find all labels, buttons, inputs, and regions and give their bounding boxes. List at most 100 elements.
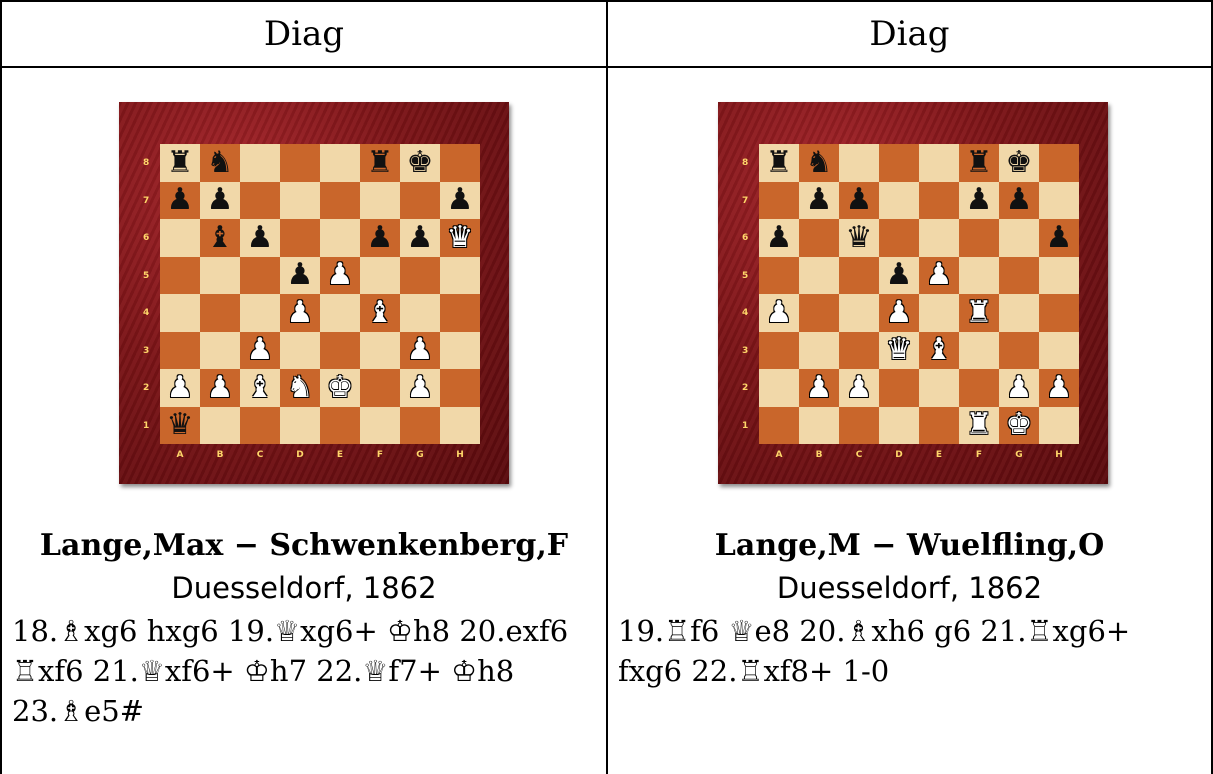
square-a8: ♜ bbox=[759, 144, 799, 182]
game-moves-left: 18.♗xg6 hxg6 19.♕xg6+ ♔h8 20.exf6 ♖xf6 2… bbox=[12, 611, 602, 731]
square-c2: ♟ bbox=[839, 369, 879, 407]
square-h2: ♟ bbox=[1039, 369, 1079, 407]
square-b5 bbox=[799, 257, 839, 295]
square-a1: ♛ bbox=[160, 407, 200, 445]
square-c8 bbox=[839, 144, 879, 182]
square-b3 bbox=[799, 332, 839, 370]
moves-line: fxg6 22.♖xf8+ 1-0 bbox=[618, 651, 1206, 691]
square-g6: ♟ bbox=[400, 219, 440, 257]
file-label: G bbox=[400, 450, 440, 460]
square-g7 bbox=[400, 182, 440, 220]
square-f8: ♜ bbox=[959, 144, 999, 182]
rank-label: 5 bbox=[143, 271, 149, 281]
square-e3: ♝ bbox=[919, 332, 959, 370]
white-queen-icon: ♛ bbox=[886, 335, 913, 365]
square-f1 bbox=[360, 407, 400, 445]
square-d7 bbox=[280, 182, 320, 220]
rank-label: 1 bbox=[742, 421, 748, 431]
square-h6: ♛ bbox=[440, 219, 480, 257]
file-label: A bbox=[759, 450, 799, 460]
square-f6 bbox=[959, 219, 999, 257]
square-h3 bbox=[440, 332, 480, 370]
white-king-icon: ♚ bbox=[1006, 410, 1033, 440]
file-label: F bbox=[959, 450, 999, 460]
black-queen-icon: ♛ bbox=[167, 410, 194, 440]
white-pawn-icon: ♟ bbox=[846, 373, 873, 403]
square-b2: ♟ bbox=[200, 369, 240, 407]
file-label: H bbox=[440, 450, 480, 460]
black-pawn-icon: ♟ bbox=[367, 223, 394, 253]
white-pawn-icon: ♟ bbox=[327, 260, 354, 290]
square-b3 bbox=[200, 332, 240, 370]
square-b4 bbox=[799, 294, 839, 332]
square-g2: ♟ bbox=[999, 369, 1039, 407]
white-pawn-icon: ♟ bbox=[287, 298, 314, 328]
square-h2 bbox=[440, 369, 480, 407]
square-e6 bbox=[320, 219, 360, 257]
black-pawn-icon: ♟ bbox=[247, 223, 274, 253]
white-pawn-icon: ♟ bbox=[886, 298, 913, 328]
board-grid: ♜♞♜♚♟♟♟♝♟♟♟♛♟♟♟♝♟♟♟♟♝♞♚♟♛ bbox=[160, 144, 480, 444]
black-pawn-icon: ♟ bbox=[766, 223, 793, 253]
square-h4 bbox=[1039, 294, 1079, 332]
square-b6 bbox=[799, 219, 839, 257]
square-f5 bbox=[959, 257, 999, 295]
black-king-icon: ♚ bbox=[407, 148, 434, 178]
square-d4: ♟ bbox=[280, 294, 320, 332]
white-queen-icon: ♛ bbox=[447, 223, 474, 253]
file-label: B bbox=[799, 450, 839, 460]
file-label: D bbox=[280, 450, 320, 460]
black-pawn-icon: ♟ bbox=[407, 223, 434, 253]
white-knight-icon: ♞ bbox=[287, 373, 314, 403]
square-f3 bbox=[360, 332, 400, 370]
white-bishop-icon: ♝ bbox=[367, 298, 394, 328]
rank-label: 3 bbox=[742, 346, 748, 356]
rank-label: 1 bbox=[143, 421, 149, 431]
square-d6 bbox=[280, 219, 320, 257]
square-g3: ♟ bbox=[400, 332, 440, 370]
square-a5 bbox=[160, 257, 200, 295]
square-f2 bbox=[360, 369, 400, 407]
square-b8: ♞ bbox=[200, 144, 240, 182]
square-d6 bbox=[879, 219, 919, 257]
square-a2: ♟ bbox=[160, 369, 200, 407]
square-e5: ♟ bbox=[919, 257, 959, 295]
square-e4 bbox=[919, 294, 959, 332]
black-pawn-icon: ♟ bbox=[287, 260, 314, 290]
square-b6: ♝ bbox=[200, 219, 240, 257]
square-d2 bbox=[879, 369, 919, 407]
game-players-right: Lange,M − Wuelfling,O bbox=[608, 528, 1211, 563]
square-d3 bbox=[280, 332, 320, 370]
rank-label: 2 bbox=[143, 383, 149, 393]
square-d8 bbox=[280, 144, 320, 182]
game-event-left: Duesseldorf, 1862 bbox=[2, 571, 606, 605]
square-c4 bbox=[839, 294, 879, 332]
square-d5: ♟ bbox=[879, 257, 919, 295]
square-a8: ♜ bbox=[160, 144, 200, 182]
square-d1 bbox=[879, 407, 919, 445]
file-label: D bbox=[879, 450, 919, 460]
square-e1 bbox=[320, 407, 360, 445]
square-h5 bbox=[1039, 257, 1079, 295]
square-h6: ♟ bbox=[1039, 219, 1079, 257]
square-g6 bbox=[999, 219, 1039, 257]
white-pawn-icon: ♟ bbox=[766, 298, 793, 328]
square-d3: ♛ bbox=[879, 332, 919, 370]
black-king-icon: ♚ bbox=[1006, 148, 1033, 178]
game-players-left: Lange,Max − Schwenkenberg,F bbox=[2, 528, 606, 563]
square-e2: ♚ bbox=[320, 369, 360, 407]
square-d4: ♟ bbox=[879, 294, 919, 332]
rank-label: 4 bbox=[742, 308, 748, 318]
square-h8 bbox=[1039, 144, 1079, 182]
moves-line: 23.♗e5# bbox=[12, 691, 602, 731]
square-d7 bbox=[879, 182, 919, 220]
square-c7: ♟ bbox=[839, 182, 879, 220]
square-c7 bbox=[240, 182, 280, 220]
square-h7: ♟ bbox=[440, 182, 480, 220]
square-g5 bbox=[400, 257, 440, 295]
square-e2 bbox=[919, 369, 959, 407]
square-h8 bbox=[440, 144, 480, 182]
square-e3 bbox=[320, 332, 360, 370]
white-pawn-icon: ♟ bbox=[1006, 373, 1033, 403]
